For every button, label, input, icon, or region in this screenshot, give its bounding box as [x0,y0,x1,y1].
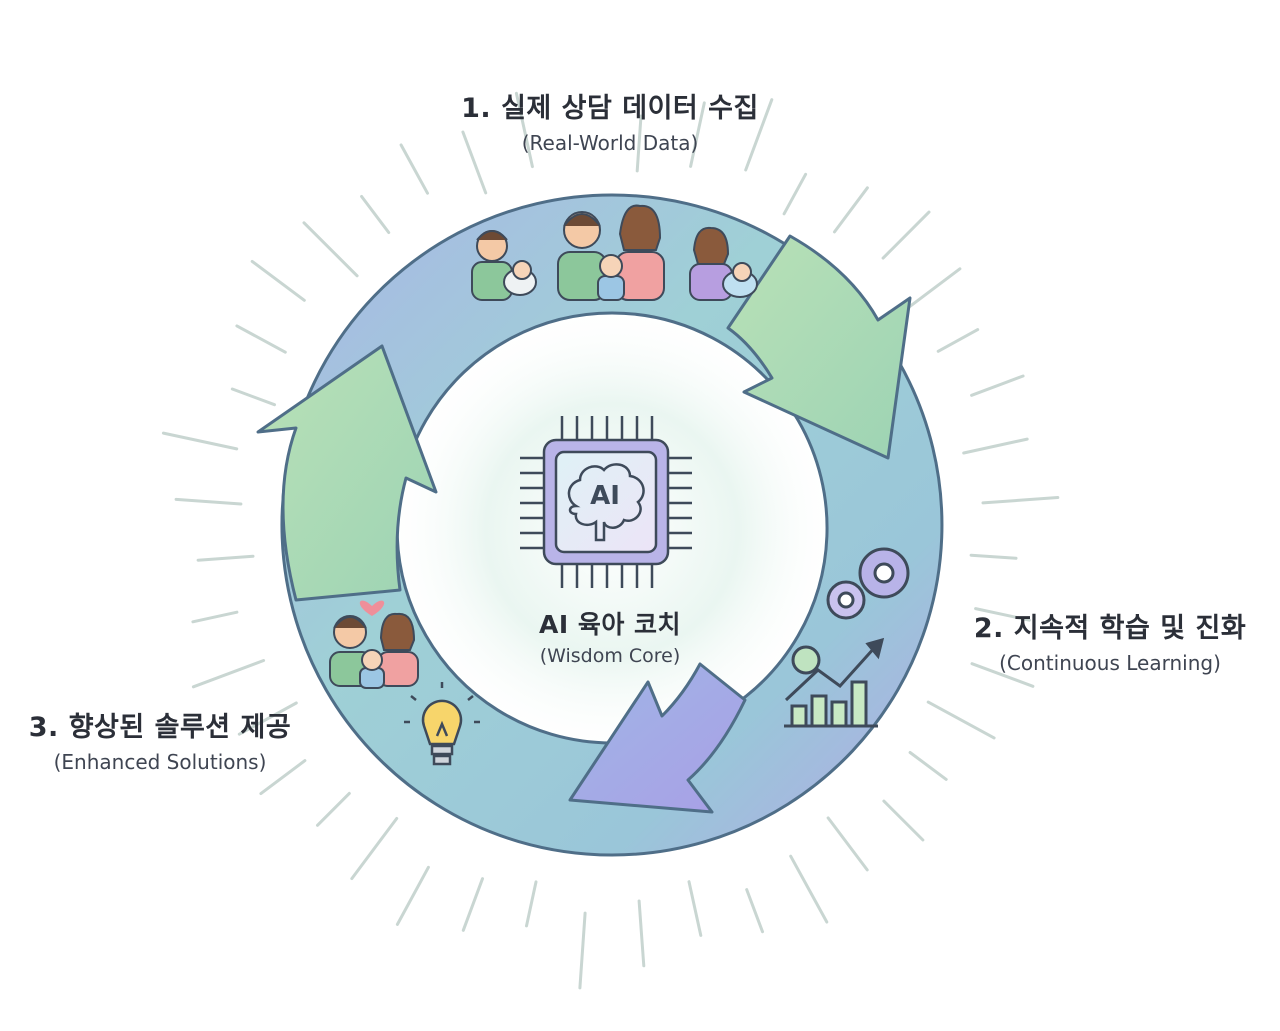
ray-line [689,101,706,168]
ray-line [235,324,287,354]
ray-line [350,817,399,881]
ray-line [969,553,1018,560]
ray-line [191,659,266,689]
ray-line [981,496,1060,505]
step-2-title: 2. 지속적 학습 및 진화 [973,613,1247,644]
step-3-subtitle: (Enhanced Solutions) [53,750,267,774]
ai-chip-icon: AI [520,416,692,588]
ray-line [525,880,538,928]
ray-line [360,195,391,234]
ray-line [461,130,488,195]
cycle-arrow-bottom [568,662,747,814]
core-label: AI 육아 코치 (Wisdom Core) [480,605,740,667]
ray-line [174,497,243,506]
ray-line [970,374,1025,397]
step-3-title: 3. 향상된 솔루션 제공 [28,712,292,743]
step-3-label: 3. 향상된 솔루션 제공 (Enhanced Solutions) [10,705,310,774]
core-subtitle: (Wisdom Core) [539,645,681,667]
ray-line [908,751,948,781]
ray-line [316,791,351,827]
ray-line [745,888,764,934]
ray-line [635,114,643,173]
ray-line [882,799,925,842]
core-title: AI 육아 코치 [538,610,682,639]
step-1-subtitle: (Real-World Data) [521,131,699,155]
ray-line [191,610,239,624]
ray-line [578,911,587,990]
ray-line [782,172,808,216]
ray-line [826,816,869,872]
ray-line [970,662,1035,688]
growth-chart-icon [784,637,885,728]
ray-line [881,210,931,260]
ray-line [514,91,534,169]
step-1-label: 1. 실제 상담 데이터 수집 (Real-World Data) [360,86,860,155]
ray-line [399,143,429,195]
gears-icon [826,547,910,620]
ray-line [161,431,239,451]
lightbulb-icon [404,682,480,766]
ray-line [789,854,829,924]
ray-line [833,186,869,234]
step-1-title: 1. 실제 상담 데이터 수집 [461,93,759,124]
ray-line [962,437,1029,455]
step-2-subtitle: (Continuous Learning) [999,651,1221,675]
family-icons [471,204,758,301]
ray-line [237,701,298,736]
ray-line [687,880,703,937]
ray-line [259,759,307,796]
ray-line [196,554,255,562]
radiating-lines [161,91,1060,990]
ray-line [302,221,359,278]
ray-line [250,259,306,302]
cycle-arrow-left [256,344,438,602]
cycle-arrow-top [726,234,912,460]
ray-line [926,700,996,740]
step-2-label: 2. 지속적 학습 및 진화 (Continuous Learning) [955,606,1265,675]
ray-line [744,98,774,172]
ray-line [230,387,276,407]
ray-line [936,328,980,353]
happy-family-icon [329,600,419,689]
chip-label: AI [590,481,620,511]
ray-line [637,899,646,968]
ray-line [395,865,430,926]
ray-line [974,607,1031,622]
ray-line [461,877,484,932]
